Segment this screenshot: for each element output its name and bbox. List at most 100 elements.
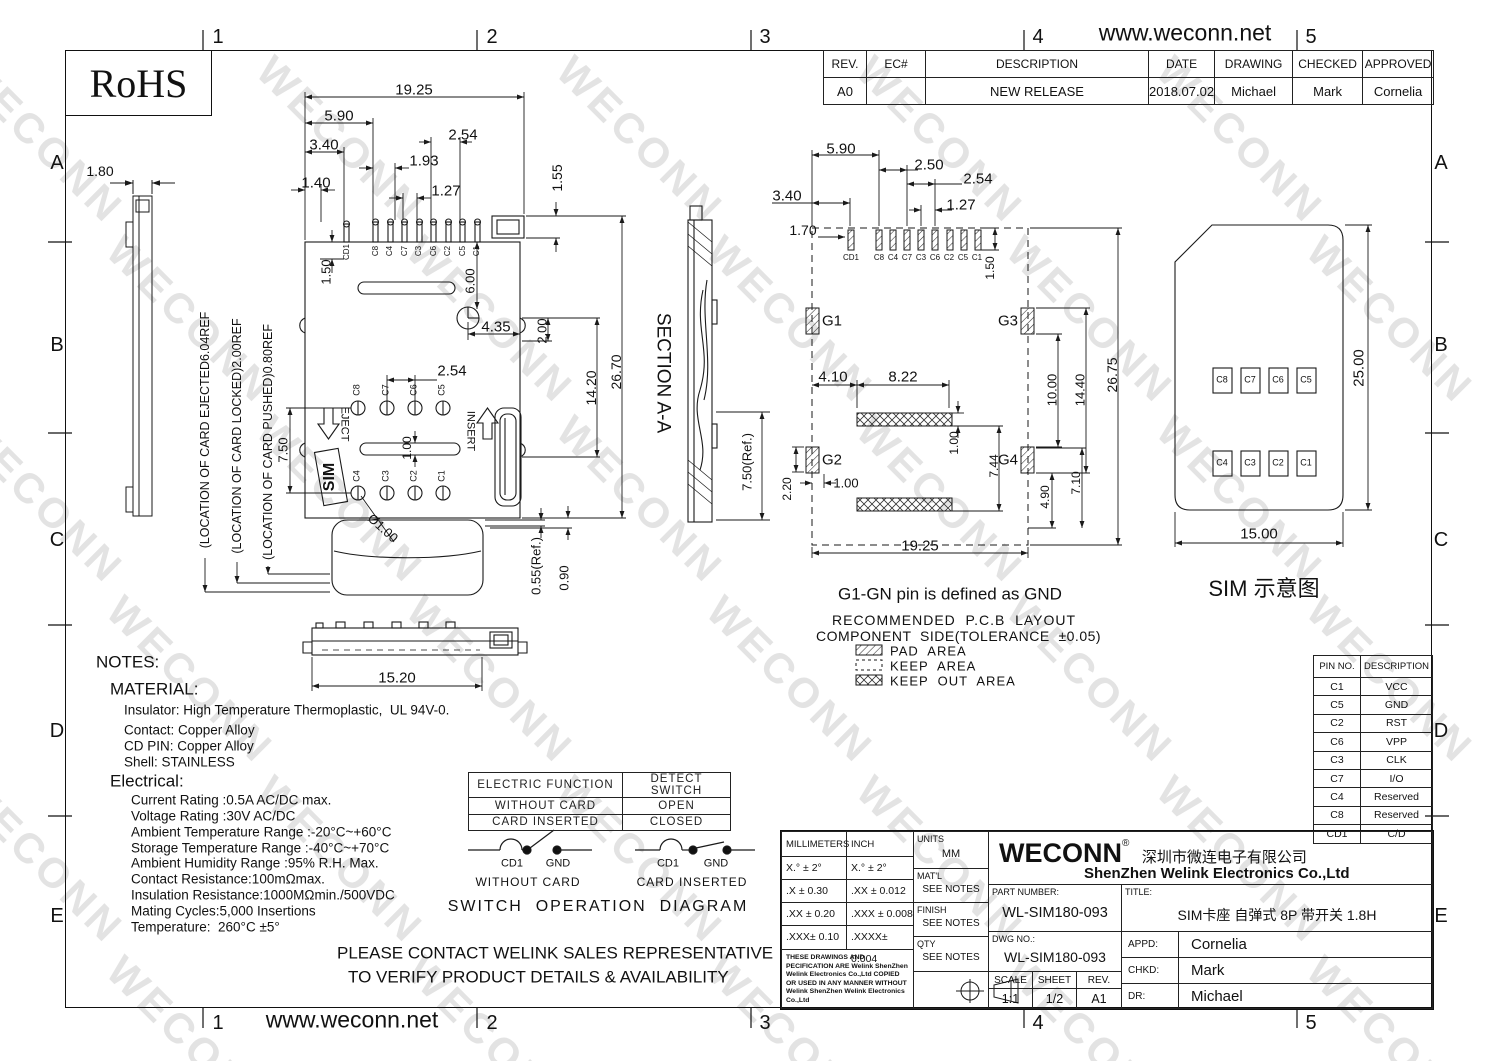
dim-label: 4.90 [1038, 485, 1052, 509]
revision-table-header-row: REV. EC# DESCRIPTION DATE DRAWING CHECKE… [823, 50, 1435, 78]
hole-label: C6 [408, 384, 419, 396]
gpad-label: G2 [821, 451, 843, 469]
section-view [687, 205, 718, 523]
hole-label: C8 [351, 384, 362, 396]
units-value: MM [941, 848, 961, 860]
dim-label: 5.90 [324, 107, 354, 125]
dim-label: 2.00 [534, 318, 550, 344]
dim-label: 14.20 [583, 370, 599, 406]
approved-value: Cornelia [1362, 77, 1435, 105]
hole-label: C1 [436, 470, 447, 482]
location-label: (LOCATION OF CARD PUSHED)0.80REF [260, 324, 275, 560]
zone-col-label: 5 [1305, 26, 1317, 48]
pcb-layout-dims [772, 150, 1122, 558]
ec-value [866, 77, 926, 105]
zone-col-label: 2 [486, 26, 498, 48]
website-url: www.weconn.net [265, 1006, 439, 1033]
electric-function-table: ELECTRIC FUNCTION DETECT SWITCH WITHOUT … [468, 772, 731, 831]
zone-row-label: B [50, 334, 64, 356]
hole-label: C7 [380, 384, 391, 396]
contact-label: C7 [1244, 374, 1256, 385]
checked-header: CHECKED [1292, 50, 1364, 78]
insert-label: INSERT [464, 410, 477, 452]
pad-label: C2 [943, 253, 955, 262]
pad-label: C5 [957, 253, 969, 262]
matl-label: MAT'L [917, 871, 943, 881]
notes-line: Insulator: High Temperature Thermoplasti… [124, 702, 450, 718]
zone-col-label: 3 [759, 26, 771, 48]
zone-col-label: 5 [1305, 1012, 1317, 1034]
dim-label: 26.70 [608, 354, 624, 390]
zone-col-label: 2 [486, 1012, 498, 1034]
projection-symbol-icon [956, 978, 1019, 1004]
dim-label: 7.10 [1069, 471, 1083, 495]
dim-label: 1.80 [86, 163, 114, 179]
weconn-logo: WECONN [999, 838, 1122, 868]
company-name-cn: 深圳市微连电子有限公司 [1141, 849, 1307, 866]
company-line: WECONN® 深圳市微连电子有限公司 [999, 838, 1307, 869]
switch-label: CD1 [656, 857, 680, 870]
efn-cell: CARD INSERTED [468, 813, 623, 831]
hole-label: C5 [436, 384, 447, 396]
bottom-view [302, 621, 528, 656]
efn-header-row: ELECTRIC FUNCTION DETECT SWITCH [468, 772, 731, 798]
pin-label: C1 [472, 245, 481, 257]
dim-label: 0.90 [556, 565, 572, 591]
pad-label: C6 [929, 253, 941, 262]
pin-label: C3 [414, 245, 423, 257]
sim-card-diagram [1174, 224, 1344, 511]
efn-cell: CLOSED [622, 813, 731, 831]
eject-label: EJECT [338, 406, 351, 442]
contact-label: C4 [1216, 457, 1228, 468]
gpad-label: G4 [997, 451, 1019, 469]
switch-label: WITHOUT CARD [475, 875, 581, 889]
side-view [110, 180, 175, 517]
dim-label: 1.50 [983, 256, 997, 280]
dim-label: 0.55(Ref.) [528, 537, 544, 595]
dim-label: Ø1.00 [364, 510, 402, 546]
hole-label: C2 [408, 470, 419, 482]
finish-value: SEE NOTES [922, 918, 980, 929]
notes-line: Current Rating :0.5A AC/DC max. [131, 792, 332, 808]
zone-row-label: E [1434, 905, 1448, 927]
notice-line: PLEASE CONTACT WELINK SALES REPRESENTATI… [337, 943, 774, 963]
legend-title: RECOMMENDED P.C.B LAYOUT [832, 612, 1077, 628]
dim-label: 4.10 [818, 368, 848, 386]
part-number-value: WL-SIM180-093 [1002, 905, 1108, 921]
dim-label: 4.35 [481, 318, 511, 336]
dim-label: 1.50 [318, 259, 334, 285]
pad-label: C8 [873, 253, 885, 262]
contact-label: C6 [1272, 374, 1284, 385]
pin-label: CD1 [342, 243, 351, 261]
part-number-label: PART NUMBER: [992, 887, 1060, 897]
gnd-note: G1-GN pin is defined as GND [838, 584, 1062, 604]
pad-label: C4 [887, 253, 899, 262]
sheet-border [65, 50, 1432, 1008]
efn-header: ELECTRIC FUNCTION [468, 772, 623, 798]
notes-line: Ambient Temperature Range :-20°C~+60°C [131, 824, 392, 840]
description-value: NEW RELEASE [925, 77, 1149, 105]
pin-no: C3 [1313, 750, 1361, 770]
qty-value: SEE NOTES [922, 952, 980, 963]
location-label: (LOCATION OF CARD EJECTED6.04REF [197, 311, 212, 549]
units-label: UNITS [917, 834, 944, 844]
sim-card-dims [1174, 224, 1372, 547]
zone-col-label: 1 [212, 1012, 224, 1034]
switch-title: SWITCH OPERATION DIAGRAM [447, 898, 749, 915]
dim-label: 1.93 [409, 152, 439, 170]
zone-col-label: 3 [759, 1012, 771, 1034]
matl-value: SEE NOTES [922, 884, 980, 895]
revision-table-row: A0 NEW RELEASE 2018.07.02 Michael Mark C… [823, 77, 1435, 105]
zone-row-label: E [50, 905, 64, 927]
notes-line: Mating Cycles:5,000 Insertions [131, 903, 316, 919]
checked-value: Mark [1292, 77, 1364, 105]
notes-line: Contact: Copper Alloy [124, 722, 255, 738]
dim-label: 7.50(Ref.) [739, 433, 755, 491]
revision-table: REV. EC# DESCRIPTION DATE DRAWING CHECKE… [823, 50, 1435, 105]
zone-row-label: A [50, 152, 64, 174]
pin-desc: VPP [1360, 732, 1433, 752]
